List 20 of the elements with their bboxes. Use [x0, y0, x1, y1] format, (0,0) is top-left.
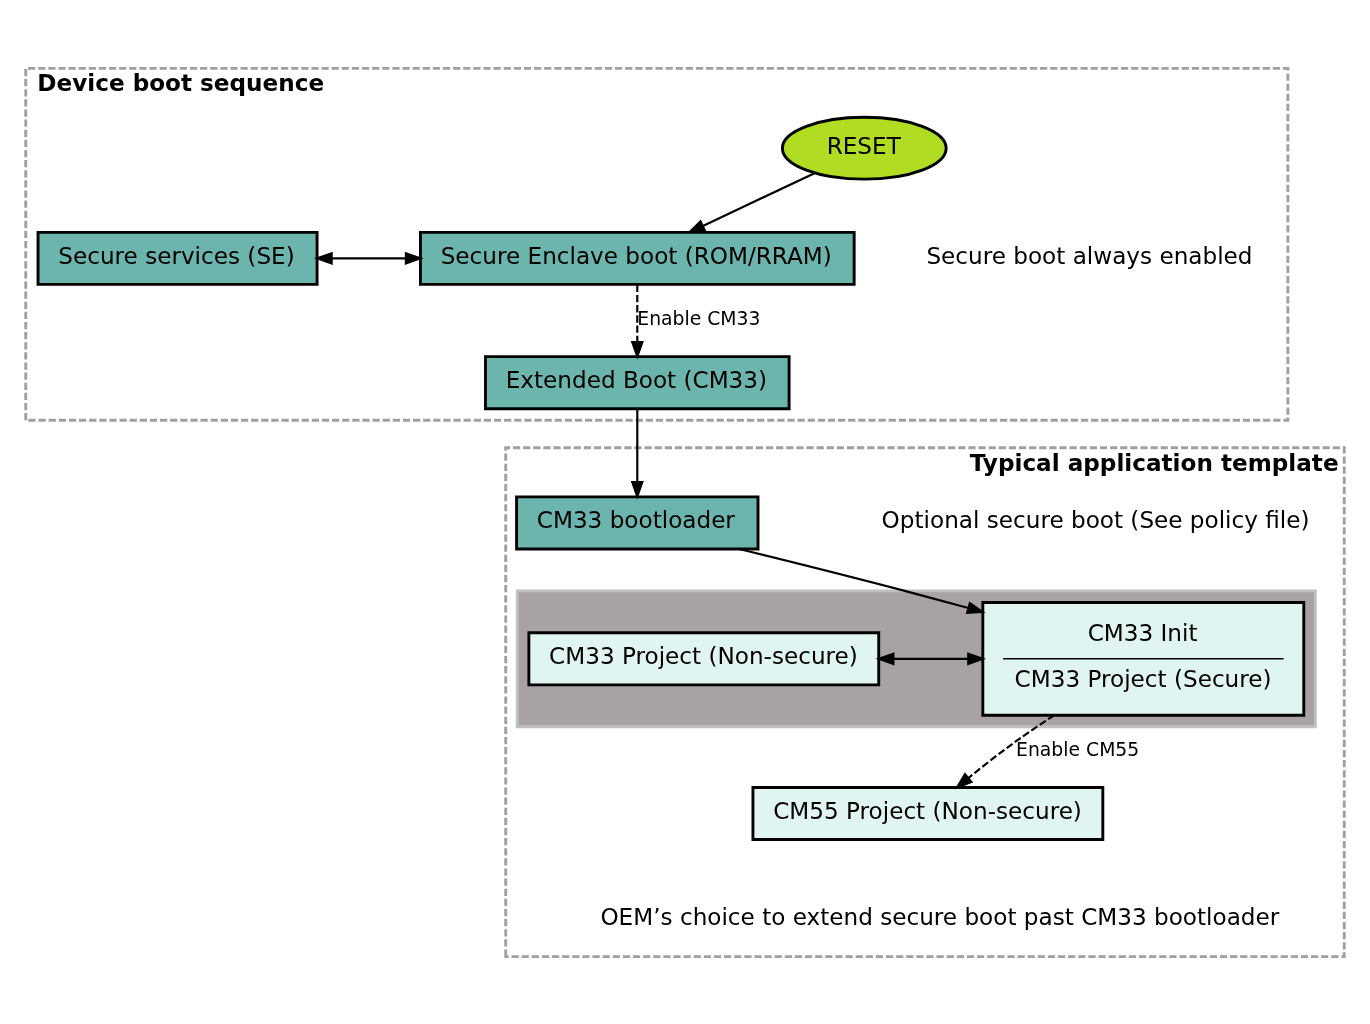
node-ellipse: RESET [780, 115, 948, 181]
node-box: CM55 Project (Non-secure) [751, 785, 1105, 841]
arrow [875, 651, 986, 665]
node-box: CM33 Project (Non-secure) [527, 630, 881, 686]
arrow [313, 251, 424, 265]
edge-label: Enable CM55 [1016, 738, 1140, 760]
node-box: CM33 Init CM33 Project (Secure) [981, 600, 1306, 717]
cluster [515, 588, 1317, 728]
arrow [686, 171, 816, 234]
arrow [738, 547, 986, 614]
arrow [954, 713, 1055, 789]
node-box: Extended Boot (CM33) [484, 354, 791, 410]
edge-label: Enable CM33 [637, 307, 761, 329]
node-box: Secure Enclave boot (ROM/RRAM) [419, 230, 856, 286]
node-box: CM33 bootloader [515, 494, 760, 550]
arrow [630, 408, 644, 500]
label: Secure boot always enabled [926, 242, 1253, 269]
node-box: Secure services (SE) [36, 230, 319, 286]
label: Optional secure boot (See policy file) [881, 506, 1310, 533]
arrow [630, 284, 644, 360]
